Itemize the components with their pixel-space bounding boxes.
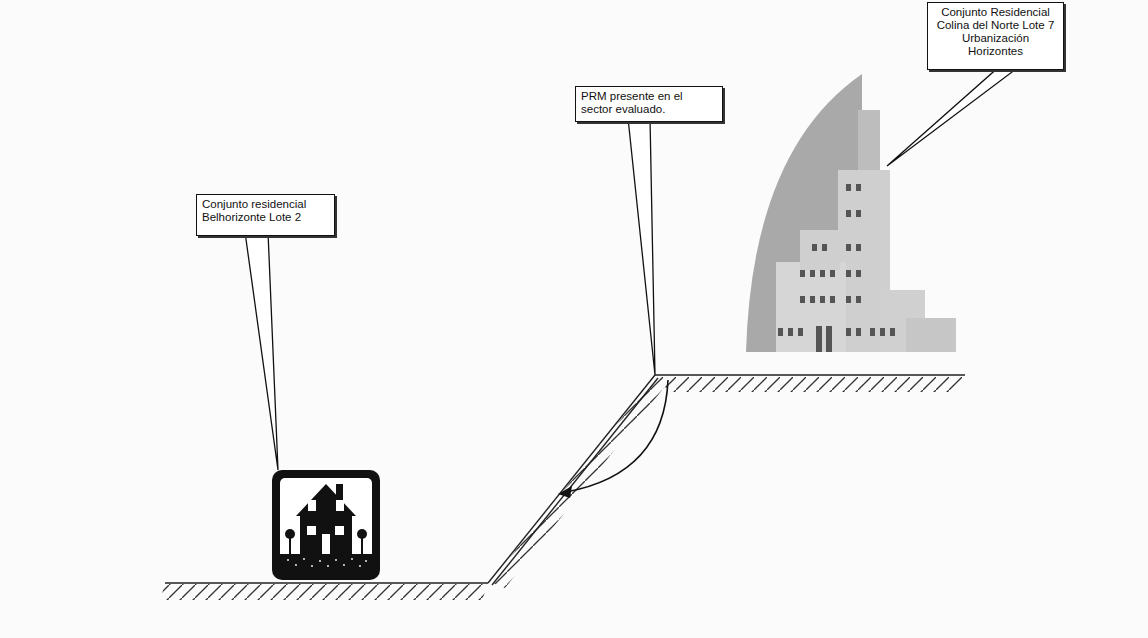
- house-icon: [272, 470, 380, 580]
- callout-box: PRM presente en el sector evaluado.: [575, 86, 723, 122]
- building: [776, 110, 956, 352]
- callout-tails: [245, 66, 1020, 470]
- slip-arrow: [566, 380, 668, 492]
- callout-text: Conjunto Residencial Colina del Norte Lo…: [933, 6, 1058, 58]
- upper-ground-hatch: [660, 377, 965, 392]
- callout-text: PRM presente en el sector evaluado.: [581, 90, 717, 116]
- callout-box: Conjunto Residencial Colina del Norte Lo…: [927, 2, 1064, 70]
- arrow-head: [558, 486, 572, 498]
- slope-hatch: [490, 377, 670, 588]
- callout-text: Conjunto residencial Belhorizonte Lote 2: [202, 198, 329, 224]
- callout-box: Conjunto residencial Belhorizonte Lote 2: [196, 194, 335, 236]
- ground-profile: [165, 375, 965, 585]
- ground-hatch: [160, 584, 488, 600]
